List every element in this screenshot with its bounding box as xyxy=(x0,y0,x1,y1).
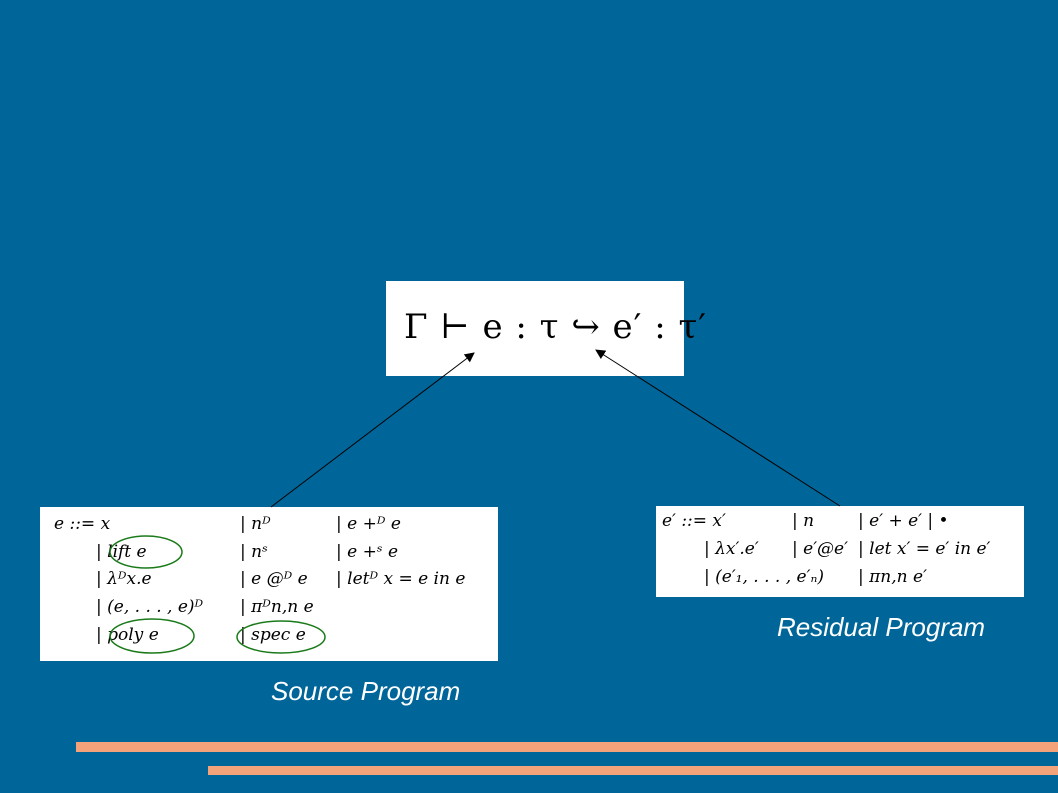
poly-highlight-circle xyxy=(109,618,195,654)
source-grammar-box: e ::= x | nᴰ | e +ᴰ e | lift e | nˢ | e … xyxy=(40,507,498,661)
residual-row-2-col-1: | λx′.e′ xyxy=(704,539,759,559)
judgement-formula: Γ ⊢ e : τ ↪ e′ : τ′ xyxy=(404,307,707,347)
source-row-3-col-2: | e @ᴰ e xyxy=(240,569,308,589)
judgement-box: Γ ⊢ e : τ ↪ e′ : τ′ xyxy=(386,281,706,376)
source-row-1-col-2: | nᴰ xyxy=(240,514,271,534)
residual-row-1-col-3: | e′ + e′ | • xyxy=(858,511,949,531)
source-row-5-col-2: | spec e xyxy=(240,625,306,645)
residual-row-1-col-2: | n xyxy=(792,511,815,531)
accent-bar-bottom xyxy=(208,766,1058,775)
residual-to-judgement-arrow xyxy=(595,349,841,507)
source-row-3-col-1: | λᴰx.e xyxy=(96,569,152,589)
spec-highlight-circle xyxy=(236,620,326,654)
source-row-4-col-1: | (e, . . . , e)ᴰ xyxy=(96,597,204,617)
source-to-judgement-arrow xyxy=(270,352,475,508)
lift-highlight-circle xyxy=(109,535,183,569)
residual-program-caption: Residual Program xyxy=(777,612,986,642)
source-program-caption: Source Program xyxy=(271,676,461,706)
residual-row-1-col-1: e′ ::= x′ xyxy=(662,511,726,531)
residual-row-2-col-3: | let x′ = e′ in e′ xyxy=(858,539,991,559)
source-row-4-col-2: | πᴰn,n e xyxy=(240,597,314,617)
source-row-2-col-2: | nˢ xyxy=(240,542,268,562)
accent-bar-top xyxy=(76,742,1058,752)
residual-row-3-col-2: | πn,n e′ xyxy=(858,567,927,587)
source-row-1-col-1: e ::= x xyxy=(54,514,111,534)
source-row-1-col-3: | e +ᴰ e xyxy=(336,514,401,534)
residual-row-3-col-1: | (e′₁, . . . , e′ₙ) xyxy=(704,567,824,587)
source-row-2-col-1: | lift e xyxy=(96,542,147,562)
residual-grammar-box: e′ ::= x′ | n | e′ + e′ | • | λx′.e′ | e… xyxy=(656,506,1024,597)
residual-row-2-col-2: | e′@e′ xyxy=(792,539,848,559)
source-row-2-col-3: | e +ˢ e xyxy=(336,542,399,562)
source-row-3-col-3: | letᴰ x = e in e xyxy=(336,569,466,589)
